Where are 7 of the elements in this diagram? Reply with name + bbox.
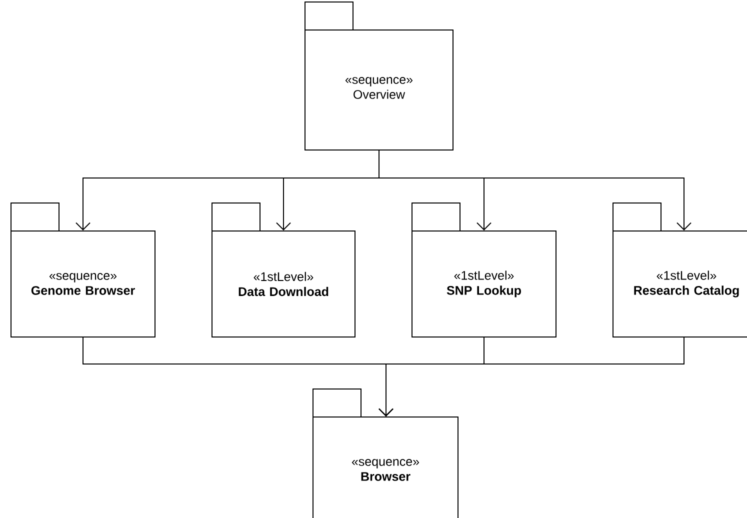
package-box: «1stLevel» Research Catalog [612,202,747,338]
package-box: «sequence» Genome Browser [10,202,156,338]
package-box: «1stLevel» SNP Lookup [412,202,556,338]
arrow [378,336,684,416]
package-box: «sequence» Overview [304,2,454,150]
package-box: «sequence» Browser [312,388,458,518]
package-box: «1stLevel» Data Download [212,202,356,338]
